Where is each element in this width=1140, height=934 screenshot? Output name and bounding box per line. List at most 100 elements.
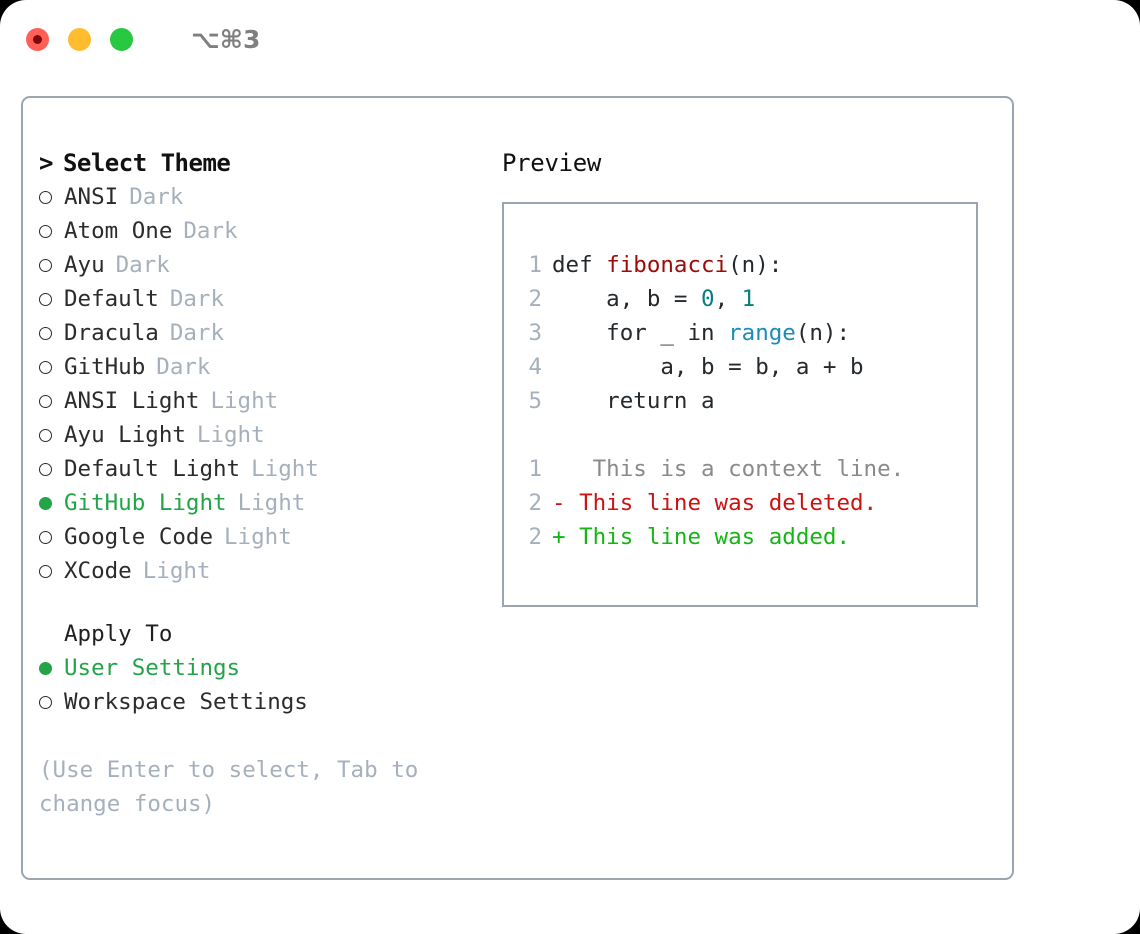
code-line: 1 def fibonacci(n): [524,248,976,282]
theme-name-label: Google Code [64,524,214,550]
diff-text: This line was deleted. [565,490,878,516]
code-line: 2 a, b = 0, 1 [524,282,976,316]
close-button[interactable] [26,27,49,51]
code-token: (n): [728,252,783,278]
radio-unselected-icon [39,326,52,340]
apply-to-option-label: Workspace Settings [64,689,308,715]
theme-list-item[interactable]: GitHub Dark [39,350,499,384]
code-line: 5 return a [524,384,976,418]
theme-name-label: GitHub [64,354,146,380]
line-number: 1 [528,252,542,278]
apply-to-option-label: User Settings [64,655,241,681]
theme-kind-label: Dark [129,184,184,210]
code-token: 1 [741,286,756,312]
radio-unselected-icon [39,190,52,204]
keyboard-hint: (Use Enter to select, Tab to change focu… [39,757,419,817]
radio-unselected-icon [39,564,52,578]
theme-name-label: Default [64,286,159,312]
radio-unselected-icon [39,224,52,238]
minimize-button[interactable] [68,27,91,51]
theme-name-label: GitHub Light [64,490,227,516]
theme-kind-label: Dark [169,320,225,346]
theme-list-item[interactable]: Ayu Dark [39,248,499,282]
radio-unselected-icon [39,258,52,272]
code-line: 3 for _ in range(n): [524,316,976,350]
line-number: 2 [528,490,542,516]
code-token: 0 [701,286,715,312]
theme-list-item[interactable]: GitHub Light Light [39,486,499,520]
radio-unselected-icon [39,428,52,442]
radio-unselected-icon [39,530,52,544]
caret-icon: > [39,149,53,177]
diff-marker: + [552,524,566,550]
code-diff-spacer [524,418,976,452]
theme-name-label: XCode [64,558,132,584]
theme-kind-label: Dark [115,252,170,278]
select-theme-heading: > Select Theme [39,146,499,180]
code-token: for _ in [552,320,729,346]
line-number: 4 [528,354,542,380]
window-controls [26,27,133,51]
radio-unselected-icon [39,292,52,306]
theme-name-label: Dracula [64,320,159,346]
theme-name-label: ANSI [64,184,119,210]
diff-marker [552,456,566,482]
diff-sample: 1 This is a context line.2- This line wa… [524,452,976,554]
line-number: 2 [528,524,542,550]
apply-to-heading: Apply To [64,621,173,647]
radio-unselected-icon [39,394,52,408]
line-number: 3 [528,320,542,346]
apply-to-option[interactable]: Workspace Settings [39,685,499,719]
theme-list-item[interactable]: ANSI Dark [39,180,499,214]
theme-kind-label: Light [251,456,319,482]
preview-heading: Preview [502,149,602,177]
code-token: (n): [795,320,851,346]
theme-list-item[interactable]: Dracula Dark [39,316,499,350]
line-number: 2 [528,286,542,312]
theme-kind-label: Dark [183,218,238,244]
theme-list-item[interactable]: ANSI Light Light [39,384,499,418]
theme-kind-label: Dark [169,286,225,312]
theme-kind-label: Dark [156,354,211,380]
theme-list-item[interactable]: Ayu Light Light [39,418,499,452]
theme-list-item[interactable]: XCode Light [39,554,499,588]
theme-name-label: Ayu [64,252,105,278]
select-theme-heading-label: Select Theme [62,149,231,177]
keyboard-shortcut-label: ⌥⌘3 [191,24,261,54]
theme-kind-label: Light [210,388,279,414]
code-token: , [714,286,742,312]
code-token: def [552,252,607,278]
line-number: 5 [528,388,542,414]
theme-name-label: Ayu Light [64,422,186,448]
radio-selected-icon [39,496,52,510]
diff-line: 2- This line was deleted. [524,486,976,520]
code-token: range [728,320,796,346]
recording-indicator-icon [33,34,42,44]
line-number: 1 [528,456,542,482]
diff-line: 1 This is a context line. [524,452,976,486]
theme-kind-label: Light [142,558,211,584]
maximize-button[interactable] [110,27,133,51]
theme-kind-label: Light [237,490,306,516]
radio-unselected-icon [39,462,52,476]
theme-name-label: ANSI Light [64,388,200,414]
code-token: a, b = [552,286,702,312]
apply-to-option[interactable]: User Settings [39,651,499,685]
theme-kind-label: Light [196,422,265,448]
theme-list-item[interactable]: Default Dark [39,282,499,316]
diff-marker: - [552,490,566,516]
title-bar: ⌥⌘3 [0,0,1140,78]
radio-selected-icon [39,661,52,675]
radio-unselected-icon [39,695,52,709]
code-token: fibonacci [606,252,729,278]
